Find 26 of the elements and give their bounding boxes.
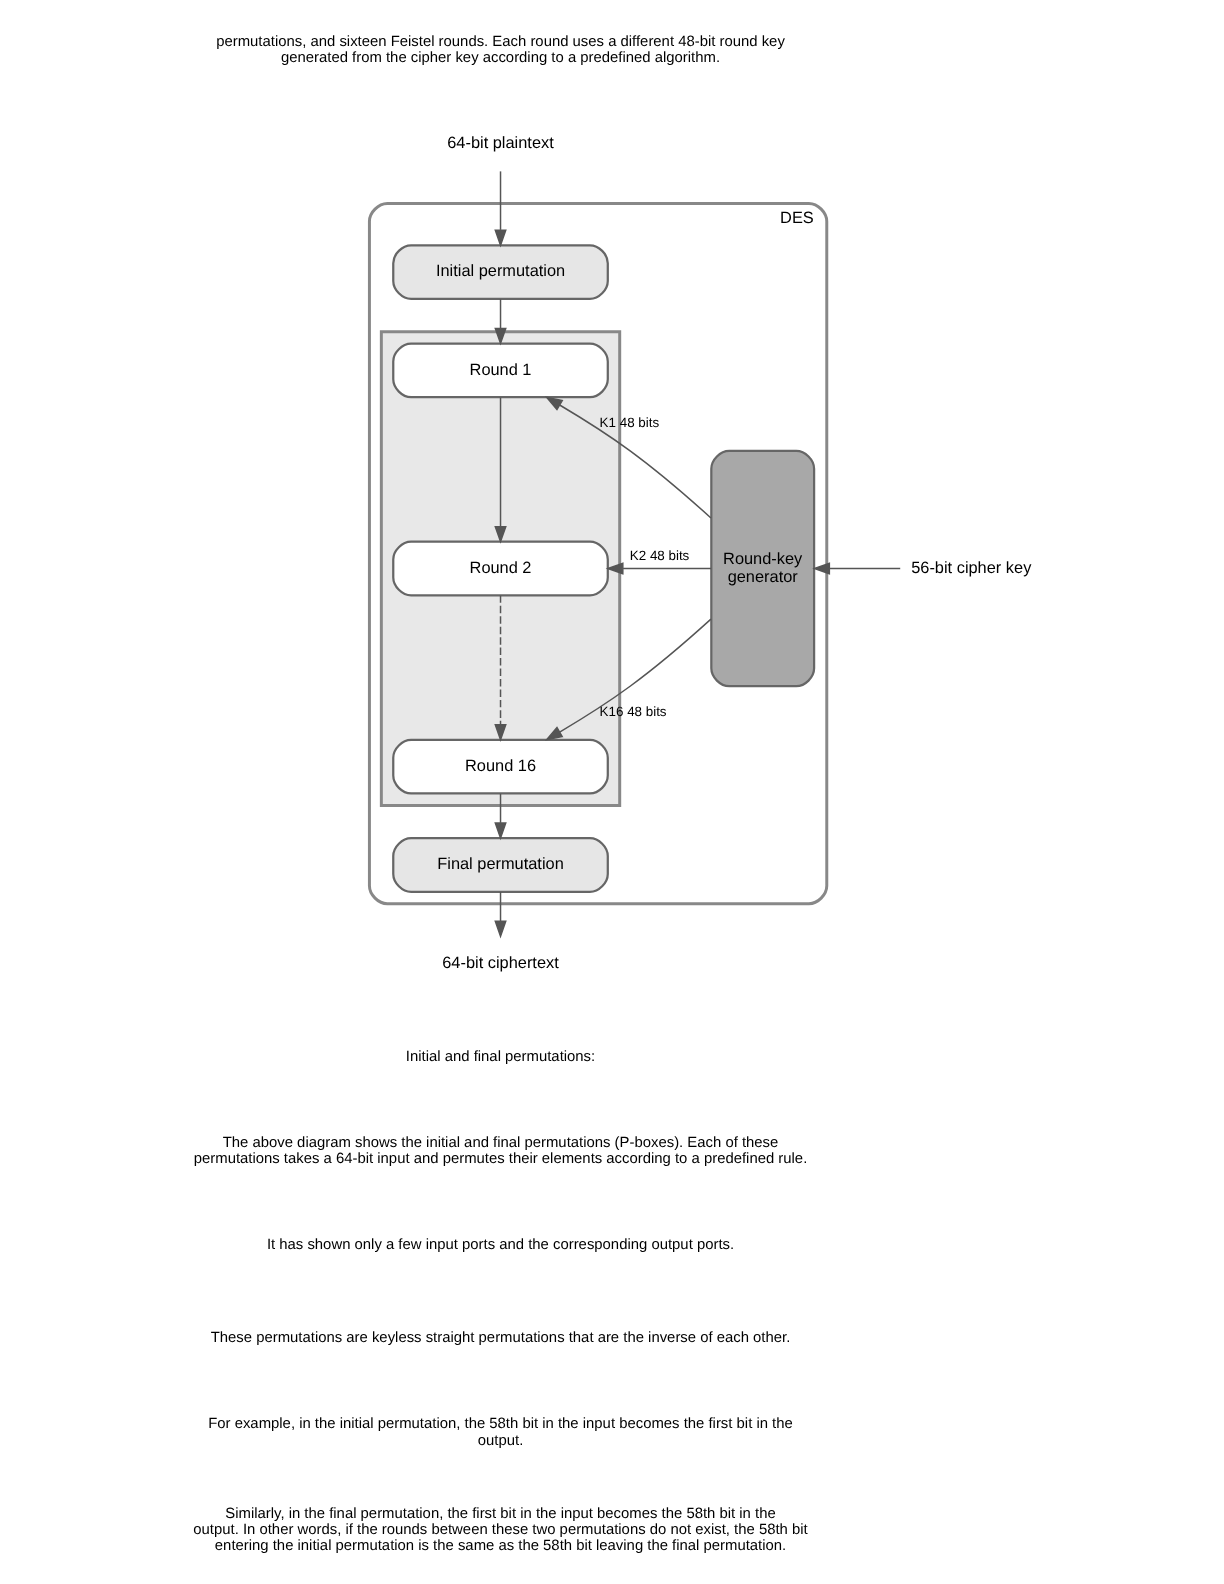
arrow xyxy=(493,396,506,544)
node-box: Final permutation xyxy=(391,837,608,893)
node-text: 64-bit ciphertext xyxy=(441,953,558,972)
node-box: Round-key generator xyxy=(709,449,815,688)
node-text: 56-bit cipher key xyxy=(910,558,1031,577)
arrow xyxy=(493,170,506,248)
arrow xyxy=(493,891,506,939)
arrow xyxy=(811,562,900,575)
node-box: Round 1 xyxy=(391,342,608,399)
node-box: Round 2 xyxy=(391,540,608,597)
arrow xyxy=(493,792,506,841)
label: These permutations are keyless straight permutations that are the inverse of each other. xyxy=(209,1328,790,1347)
arrow xyxy=(543,618,711,741)
arrow xyxy=(493,298,506,346)
label: permutations, and sixteen Feistel rounds. Each round uses a different 48-bit round key generated from the cipher key according to a predefined algorithm. xyxy=(215,31,784,67)
arrow xyxy=(543,396,711,519)
label: The above diagram shows the initial and final permutations (P-boxes). Each of these permutations takes a 64-bit input and permutes their elements according to a predefined rule. xyxy=(192,1132,807,1167)
label: Initial and final permutations: xyxy=(404,1046,595,1065)
node-box: Initial permutation xyxy=(391,244,608,300)
label: For example, in the initial permutation, the 58th bit in the input becomes the first bit in the output. xyxy=(207,1414,792,1449)
label: It has shown only a few input ports and the corresponding output ports. xyxy=(265,1234,734,1253)
node-text: 64-bit plaintext xyxy=(446,134,553,153)
arrow xyxy=(604,562,711,575)
label: Similarly, in the final permutation, the first bit in the input becomes the 58th bit in the output. In other words, if the rounds between these two permutations do not exist, the 58th bit entering the initial permutation is the same as the 58th bit leaving the final permutation. xyxy=(192,1503,807,1555)
arrow xyxy=(493,594,506,742)
node-box: Round 16 xyxy=(391,738,608,795)
